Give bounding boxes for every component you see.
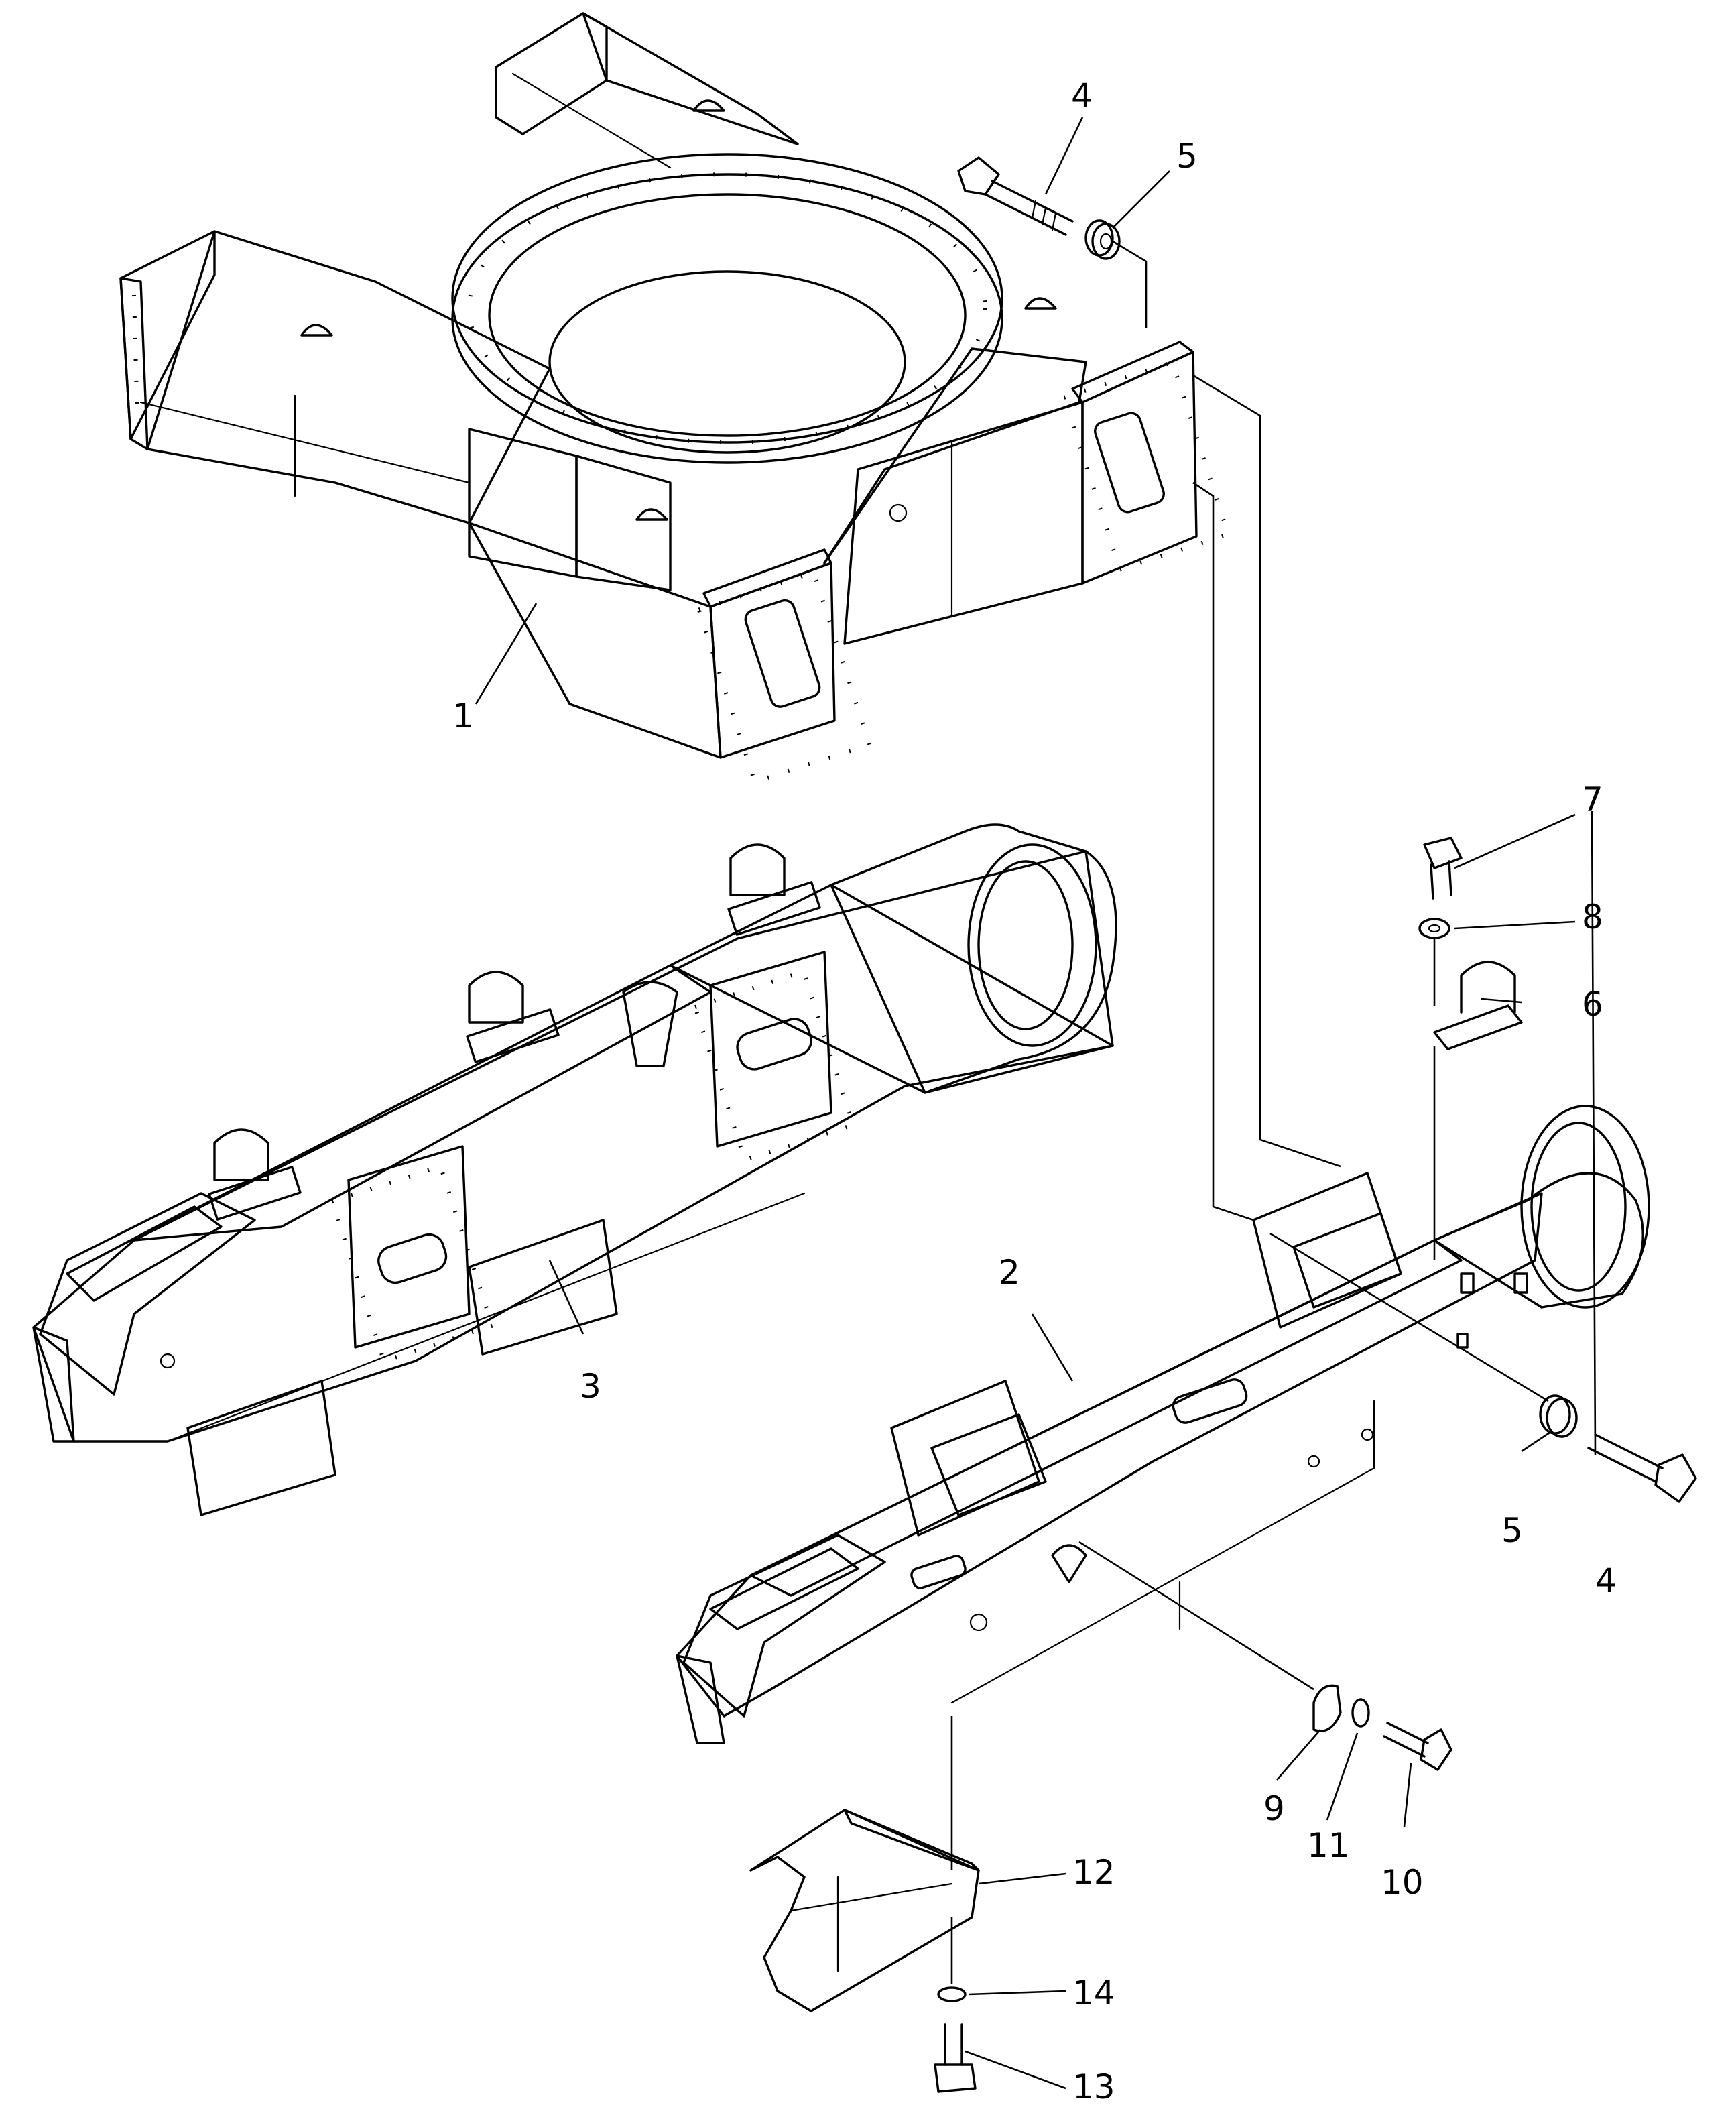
bolt-icon <box>1587 1433 1697 1503</box>
washer-icon <box>937 1986 967 2002</box>
callout-11: 11 <box>1307 1826 1350 1865</box>
callout-8: 8 <box>1582 898 1603 937</box>
callout-7: 7 <box>1582 780 1603 819</box>
bolt-icon <box>934 2023 977 2093</box>
spacer-icon <box>1539 1394 1578 1438</box>
bolt-icon <box>957 156 1074 236</box>
washer-icon <box>1418 918 1450 939</box>
track-frame-right <box>676 1105 1650 1744</box>
callout-4-top: 4 <box>1071 76 1093 115</box>
callout-9: 9 <box>1263 1789 1285 1828</box>
callout-4-right: 4 <box>1595 1561 1617 1600</box>
plate-icon <box>1312 1684 1342 1732</box>
callout-12: 12 <box>1072 1853 1115 1892</box>
bolt-icon <box>1423 837 1463 900</box>
bolt-icon <box>1383 1722 1452 1771</box>
guard-icon <box>749 1809 980 2012</box>
track-frame-left <box>32 823 1117 1516</box>
callout-3: 3 <box>580 1367 601 1406</box>
callout-1: 1 <box>452 697 474 735</box>
spacer-icon <box>1084 219 1121 260</box>
assembly-lines <box>950 240 1549 1984</box>
callouts: 1 2 3 4 5 4 5 6 7 8 9 10 11 12 13 14 <box>452 76 1617 2106</box>
callout-13: 13 <box>1072 2067 1115 2106</box>
block-icon <box>1433 961 1523 1050</box>
callout-leaders <box>475 117 1597 2090</box>
callout-5-top: 5 <box>1176 137 1198 176</box>
callout-14: 14 <box>1072 1974 1115 2012</box>
callout-5-right: 5 <box>1501 1511 1523 1550</box>
callout-2: 2 <box>999 1253 1020 1292</box>
upper-frame <box>119 12 1231 784</box>
callout-10: 10 <box>1381 1863 1424 1902</box>
washer-icon <box>1351 1698 1370 1728</box>
callout-6: 6 <box>1582 985 1603 1024</box>
